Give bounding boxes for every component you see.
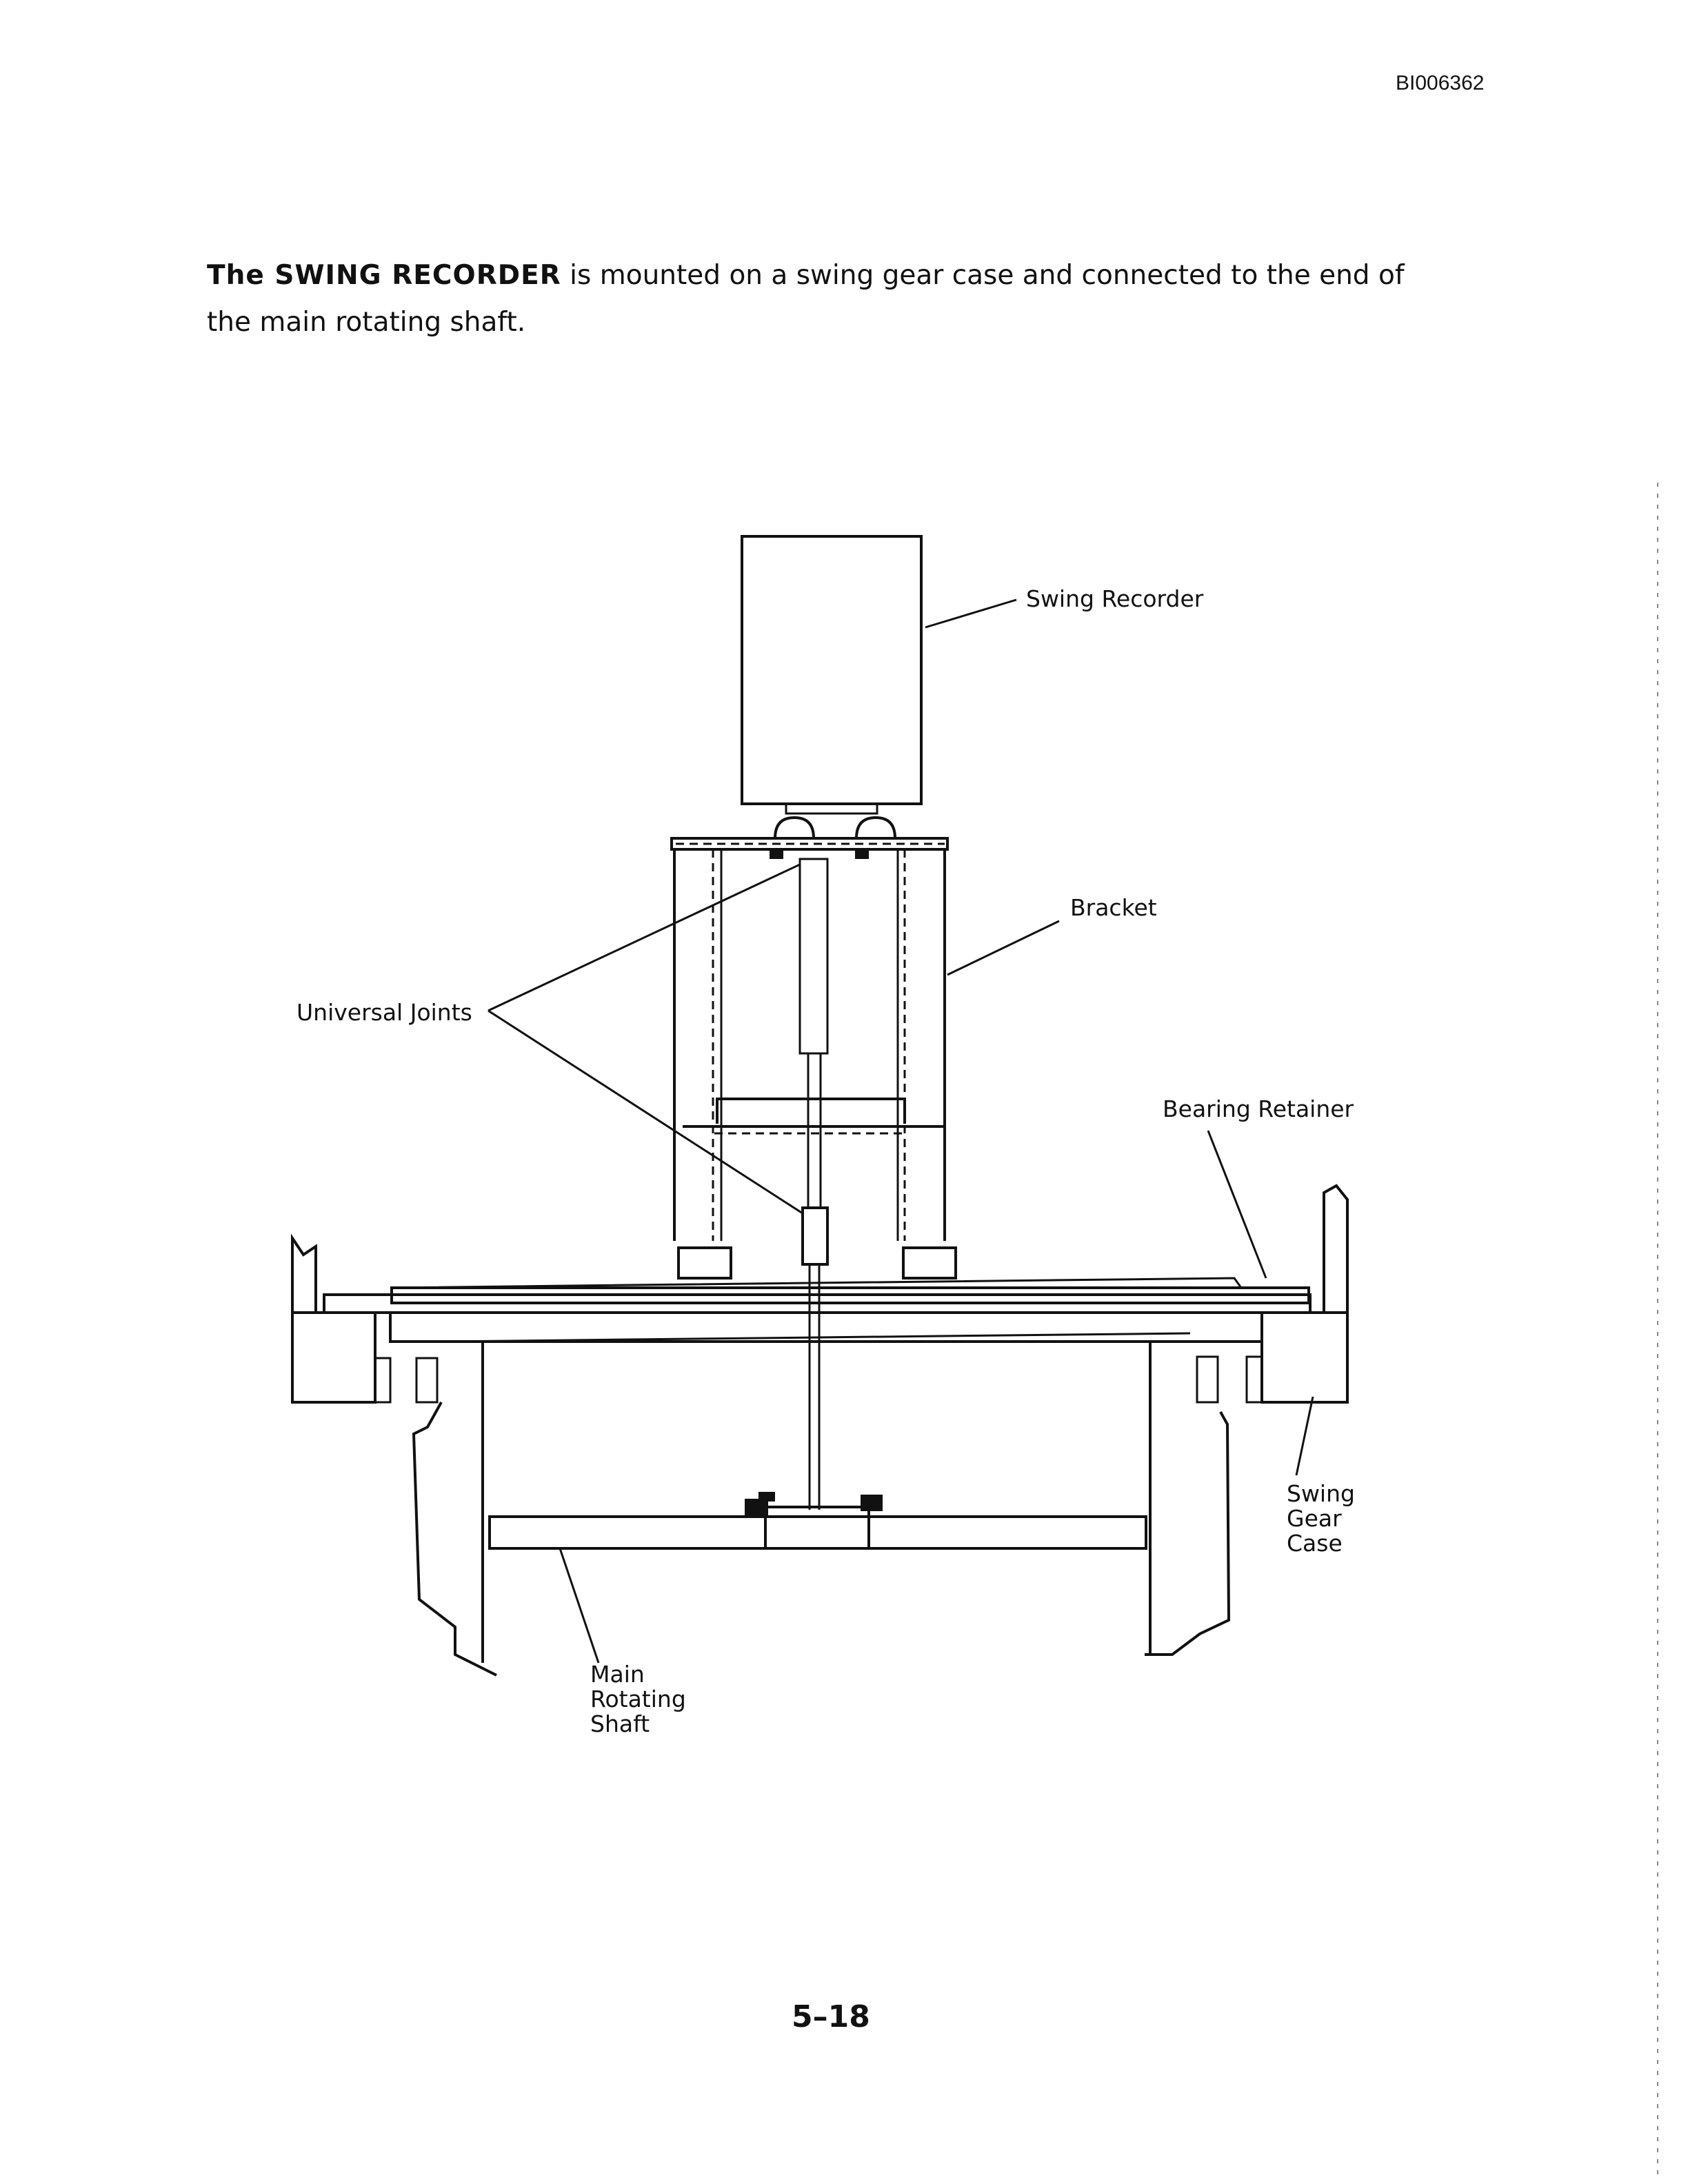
leg-foot-left [677, 1246, 732, 1280]
label-bearing-retainer: Bearing Retainer [1163, 1095, 1354, 1122]
gear-case-right-box [1260, 1311, 1349, 1404]
gear-case-left-box [291, 1311, 376, 1404]
upper-universal-joint [798, 858, 829, 1055]
leader-swing-recorder [925, 598, 1017, 629]
label-universal-joints: Universal Joints [297, 999, 472, 1026]
shaft-coupling [764, 1506, 870, 1550]
lower-universal-joint [801, 1206, 829, 1266]
leader-ujoint-upper [488, 863, 801, 1012]
leader-bearing-retainer [1207, 1130, 1267, 1279]
gear-case-right-wall [1310, 1184, 1349, 1402]
mount-knob-left [774, 816, 815, 839]
bracket-top-plate [670, 837, 949, 851]
gear-left-teeth-2 [415, 1357, 439, 1404]
leader-ujoint-lower [488, 1009, 803, 1215]
label-bracket: Bracket [1070, 894, 1157, 921]
label-main-shaft-line3: Shaft [590, 1710, 650, 1737]
label-main-shaft-line2: Rotating [590, 1686, 686, 1712]
bearing-retainer-cup [716, 1098, 906, 1124]
intro-text: is mounted on a swing gear case and conn… [207, 260, 1405, 338]
intro-lead: The SWING RECORDER [207, 260, 561, 291]
gear-left-teeth [374, 1357, 392, 1404]
document-id: BI006362 [1396, 72, 1485, 94]
leader-main-shaft [559, 1548, 600, 1664]
gear-right-teeth [1245, 1355, 1263, 1404]
leg-foot-right [902, 1246, 957, 1280]
top-nut-right [855, 851, 869, 859]
coupling-nut-right [861, 1495, 883, 1511]
swing-recorder-box [741, 535, 923, 805]
intro-paragraph: The SWING RECORDER is mounted on a swing… [207, 252, 1448, 346]
lower-plate-rim [445, 1332, 1191, 1343]
gear-right-teeth-2 [1196, 1355, 1219, 1404]
label-swing-recorder: Swing Recorder [1026, 585, 1204, 612]
label-main-shaft-line1: Main [590, 1661, 645, 1688]
housing-left-wall [412, 1402, 497, 1677]
main-rotating-shaft-bar [488, 1515, 1147, 1550]
coupling-cap [758, 1492, 775, 1502]
gear-case-left-wall [291, 1233, 324, 1402]
top-nut-left [770, 851, 783, 859]
label-swing-gear-case-line3: Case [1287, 1530, 1343, 1557]
housing-right-wall [1145, 1411, 1231, 1656]
mount-knob-right [855, 816, 896, 839]
upper-flange-rim [390, 1277, 1243, 1289]
label-swing-gear-case-line2: Gear [1287, 1505, 1342, 1532]
recorder-base [785, 804, 878, 815]
leader-bracket [947, 920, 1060, 976]
label-swing-gear-case-line1: Swing [1287, 1480, 1355, 1507]
leader-swing-gear-case [1295, 1396, 1314, 1476]
page-number: 5–18 [792, 1999, 870, 2034]
